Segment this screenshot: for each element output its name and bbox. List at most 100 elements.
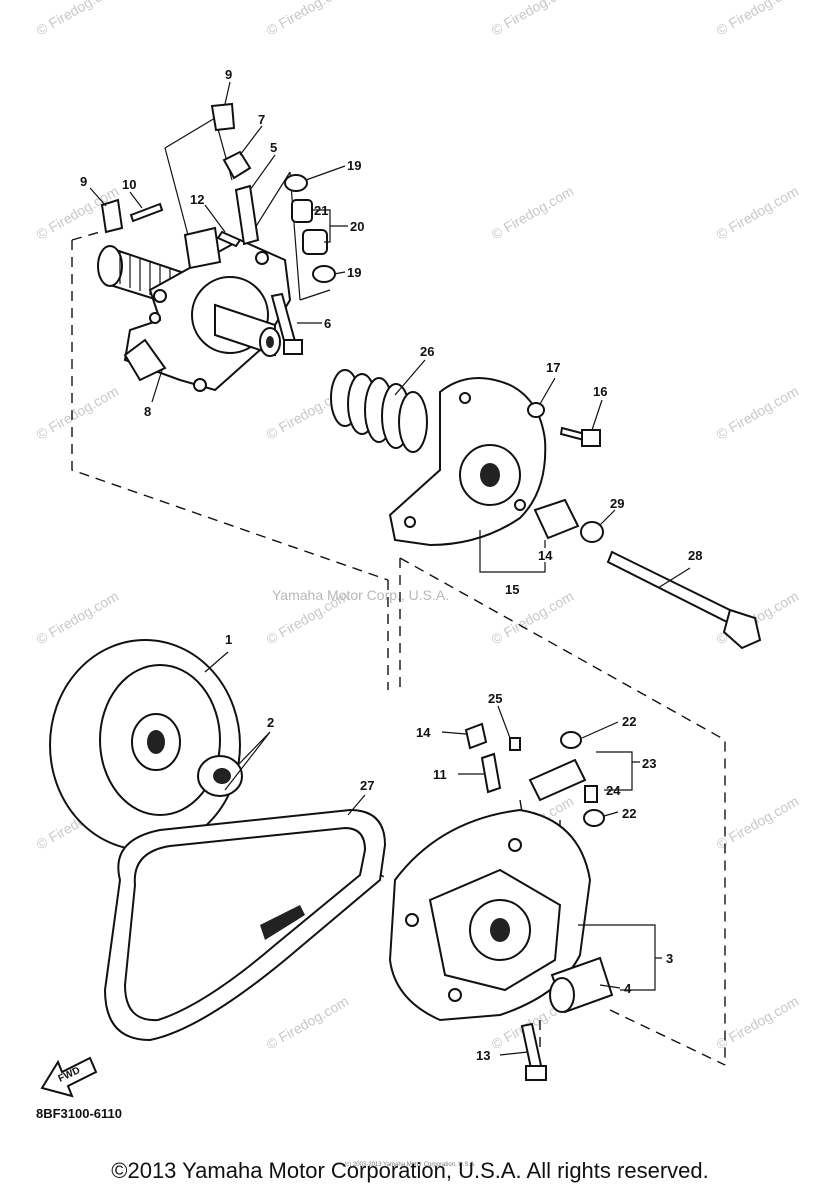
label-5: 5 <box>270 140 277 155</box>
small-parts-upper <box>100 102 336 355</box>
watermark-text: © Firedog.com <box>34 383 122 443</box>
leader-line-28 <box>657 567 691 589</box>
fixed-sheave-bore <box>147 730 165 754</box>
label-17: 16 <box>593 384 607 399</box>
label-12: 12 <box>190 192 204 207</box>
label-20: 20 <box>350 219 364 234</box>
part-9-slider <box>100 198 124 234</box>
long-bolt-head <box>722 608 762 650</box>
label-8: 8 <box>144 404 151 419</box>
housing-bolt-hole <box>508 838 522 852</box>
leader-line-9b <box>89 187 107 207</box>
leader-line-19b <box>333 271 346 275</box>
label-22: 22 <box>622 714 636 729</box>
leader-line-9 <box>224 81 231 105</box>
watermark-text: © Firedog.com <box>714 383 802 443</box>
leader-line-22 <box>581 721 619 739</box>
leader-line-1 <box>204 651 229 673</box>
watermark-text: © Firedog.com <box>34 588 122 648</box>
part-7-nut <box>222 150 252 180</box>
guide-line <box>164 147 189 236</box>
spring-coil <box>398 391 428 453</box>
leader-line-14 <box>441 731 467 735</box>
part-17-bolt-head <box>581 429 601 447</box>
label-23: 23 <box>642 756 656 771</box>
leader-line-29 <box>599 509 616 526</box>
part-18-washer <box>527 402 545 418</box>
guide-line <box>289 171 301 301</box>
part-25-pin <box>509 737 521 751</box>
long-bolt-shank <box>606 550 742 628</box>
label-11: 11 <box>433 767 447 782</box>
part-21-collar <box>291 199 313 223</box>
part-6-bolt-head <box>283 339 303 355</box>
leader-line-5 <box>249 154 276 191</box>
part-13-bolt-head <box>525 1065 547 1081</box>
label-4: 4 <box>624 981 632 996</box>
label-21: 21 <box>314 203 328 218</box>
part-22-washer <box>583 809 605 827</box>
label-22b: 22 <box>622 806 636 821</box>
label-15: 15 <box>505 582 519 597</box>
leader-line-4 <box>599 984 621 989</box>
part-9-slider <box>210 102 236 132</box>
sheave-bolt-hole <box>255 251 269 265</box>
part-23-arm <box>528 758 587 802</box>
label-27: 27 <box>360 778 374 793</box>
thread-lines <box>119 252 171 301</box>
part-26-spring <box>330 369 428 453</box>
watermark-text: © Firedog.com <box>264 0 352 39</box>
part-10-pin <box>129 202 164 223</box>
watermark-text: © Firedog.com <box>489 0 577 39</box>
label-19b: 19 <box>347 265 361 280</box>
label-9: 9 <box>225 67 232 82</box>
part-14-nut <box>464 722 488 750</box>
sheave-bolt-hole <box>193 378 207 392</box>
guide-line <box>299 289 331 301</box>
label-9b: 9 <box>80 174 87 189</box>
forward-arrow: FWD <box>40 1056 98 1098</box>
leader-line-23-24 <box>596 751 640 791</box>
part-19-washer <box>284 174 308 192</box>
sheave-arm <box>183 226 222 270</box>
part-15-cover-assembly <box>388 376 604 547</box>
label-3: 3 <box>666 951 673 966</box>
housing-bolt-hole <box>405 913 419 927</box>
watermark-text: © Firedog.com <box>489 183 577 243</box>
leader-line-17 <box>591 399 603 431</box>
center-watermark: Yamaha Motor Corp., U.S.A. <box>272 587 449 603</box>
label-1: 1 <box>225 632 232 647</box>
label-28: 28 <box>688 548 702 563</box>
label-13: 13 <box>476 1048 490 1063</box>
label-2: 2 <box>267 715 274 730</box>
assembly-guide-lines <box>71 117 726 1066</box>
part-16-bushing <box>533 498 580 540</box>
label-19: 19 <box>347 158 361 173</box>
part-27-drive-belt <box>103 808 387 1042</box>
cover-bolt-hole <box>404 516 416 528</box>
cover-center-hole <box>480 463 500 487</box>
leader-line-8 <box>151 369 163 403</box>
label-18: 17 <box>546 360 560 375</box>
leader-line-2 <box>224 731 271 791</box>
bushing-face <box>549 977 575 1013</box>
label-26: 26 <box>420 344 434 359</box>
leader-line-13 <box>499 1051 529 1056</box>
guide-line <box>71 240 389 581</box>
guide-line <box>609 1009 726 1066</box>
leader-line-3 <box>578 924 662 991</box>
part-3-primary-housing <box>388 808 592 1022</box>
leader-line-20-21 <box>312 209 348 243</box>
primary-sliding-sheave <box>97 226 292 392</box>
fwd-arrow-shape <box>40 1056 98 1098</box>
watermark-text: © Firedog.com <box>714 0 802 39</box>
label-10: 10 <box>122 177 136 192</box>
leader-line-26 <box>394 359 426 396</box>
leader-line-27 <box>347 794 366 816</box>
part-labels: 9 7 5 19 9 10 12 21 20 19 6 8 26 17 16 2… <box>80 67 702 1063</box>
part-12-pin <box>216 230 242 248</box>
copyright-notice: ©2013 Yamaha Motor Corporation, U.S.A. A… <box>111 1158 709 1183</box>
belt-inner <box>123 826 367 1022</box>
watermark-text: © Firedog.com <box>714 793 802 853</box>
